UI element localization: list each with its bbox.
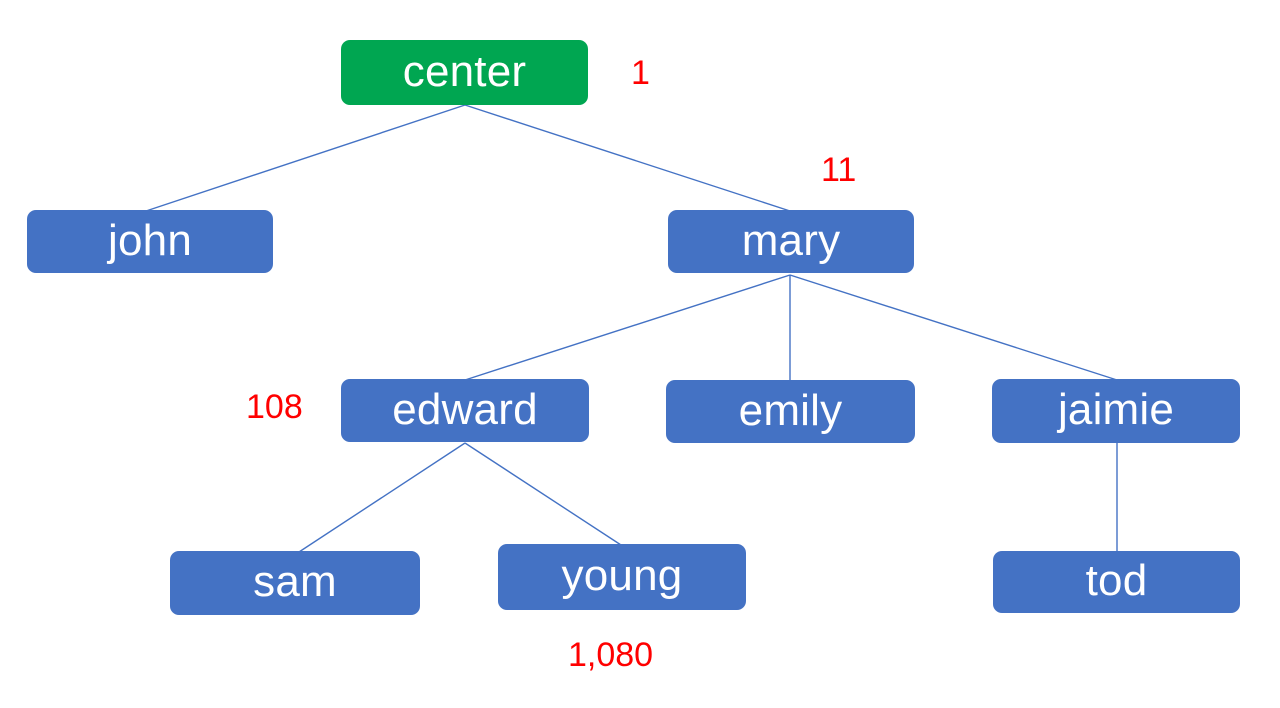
node-emily[interactable]: emily bbox=[666, 380, 915, 443]
node-label-mary: mary bbox=[741, 215, 841, 265]
node-center[interactable]: center bbox=[341, 40, 588, 105]
node-label-center: center bbox=[402, 46, 527, 96]
annotation-young: 1,080 bbox=[568, 636, 654, 674]
node-tod[interactable]: tod bbox=[993, 551, 1240, 613]
node-mary[interactable]: mary bbox=[668, 210, 914, 273]
node-label-john: john bbox=[108, 215, 192, 265]
node-edward[interactable]: edward bbox=[341, 379, 589, 442]
edge-edward-to-young bbox=[464, 442, 622, 546]
node-label-jaimie: jaimie bbox=[1057, 385, 1175, 434]
edge-mary-to-jaimie bbox=[789, 274, 1118, 381]
edge-mary-to-edward bbox=[464, 274, 791, 381]
node-label-edward: edward bbox=[392, 384, 538, 434]
node-sam[interactable]: sam bbox=[170, 551, 420, 615]
annotation-mary: 11 bbox=[821, 151, 857, 189]
node-label-emily: emily bbox=[738, 385, 843, 435]
edge-edward-to-sam bbox=[298, 442, 466, 553]
node-john[interactable]: john bbox=[27, 210, 273, 273]
edge-center-to-mary bbox=[464, 104, 791, 212]
annotation-center: 1 bbox=[631, 54, 650, 92]
node-label-sam: sam bbox=[253, 557, 337, 606]
annotation-edward: 108 bbox=[246, 388, 303, 426]
edge-center-to-john bbox=[145, 104, 466, 212]
node-label-young: young bbox=[561, 551, 683, 600]
node-jaimie[interactable]: jaimie bbox=[992, 379, 1240, 443]
node-label-tod: tod bbox=[1085, 556, 1148, 605]
node-young[interactable]: young bbox=[498, 544, 746, 610]
